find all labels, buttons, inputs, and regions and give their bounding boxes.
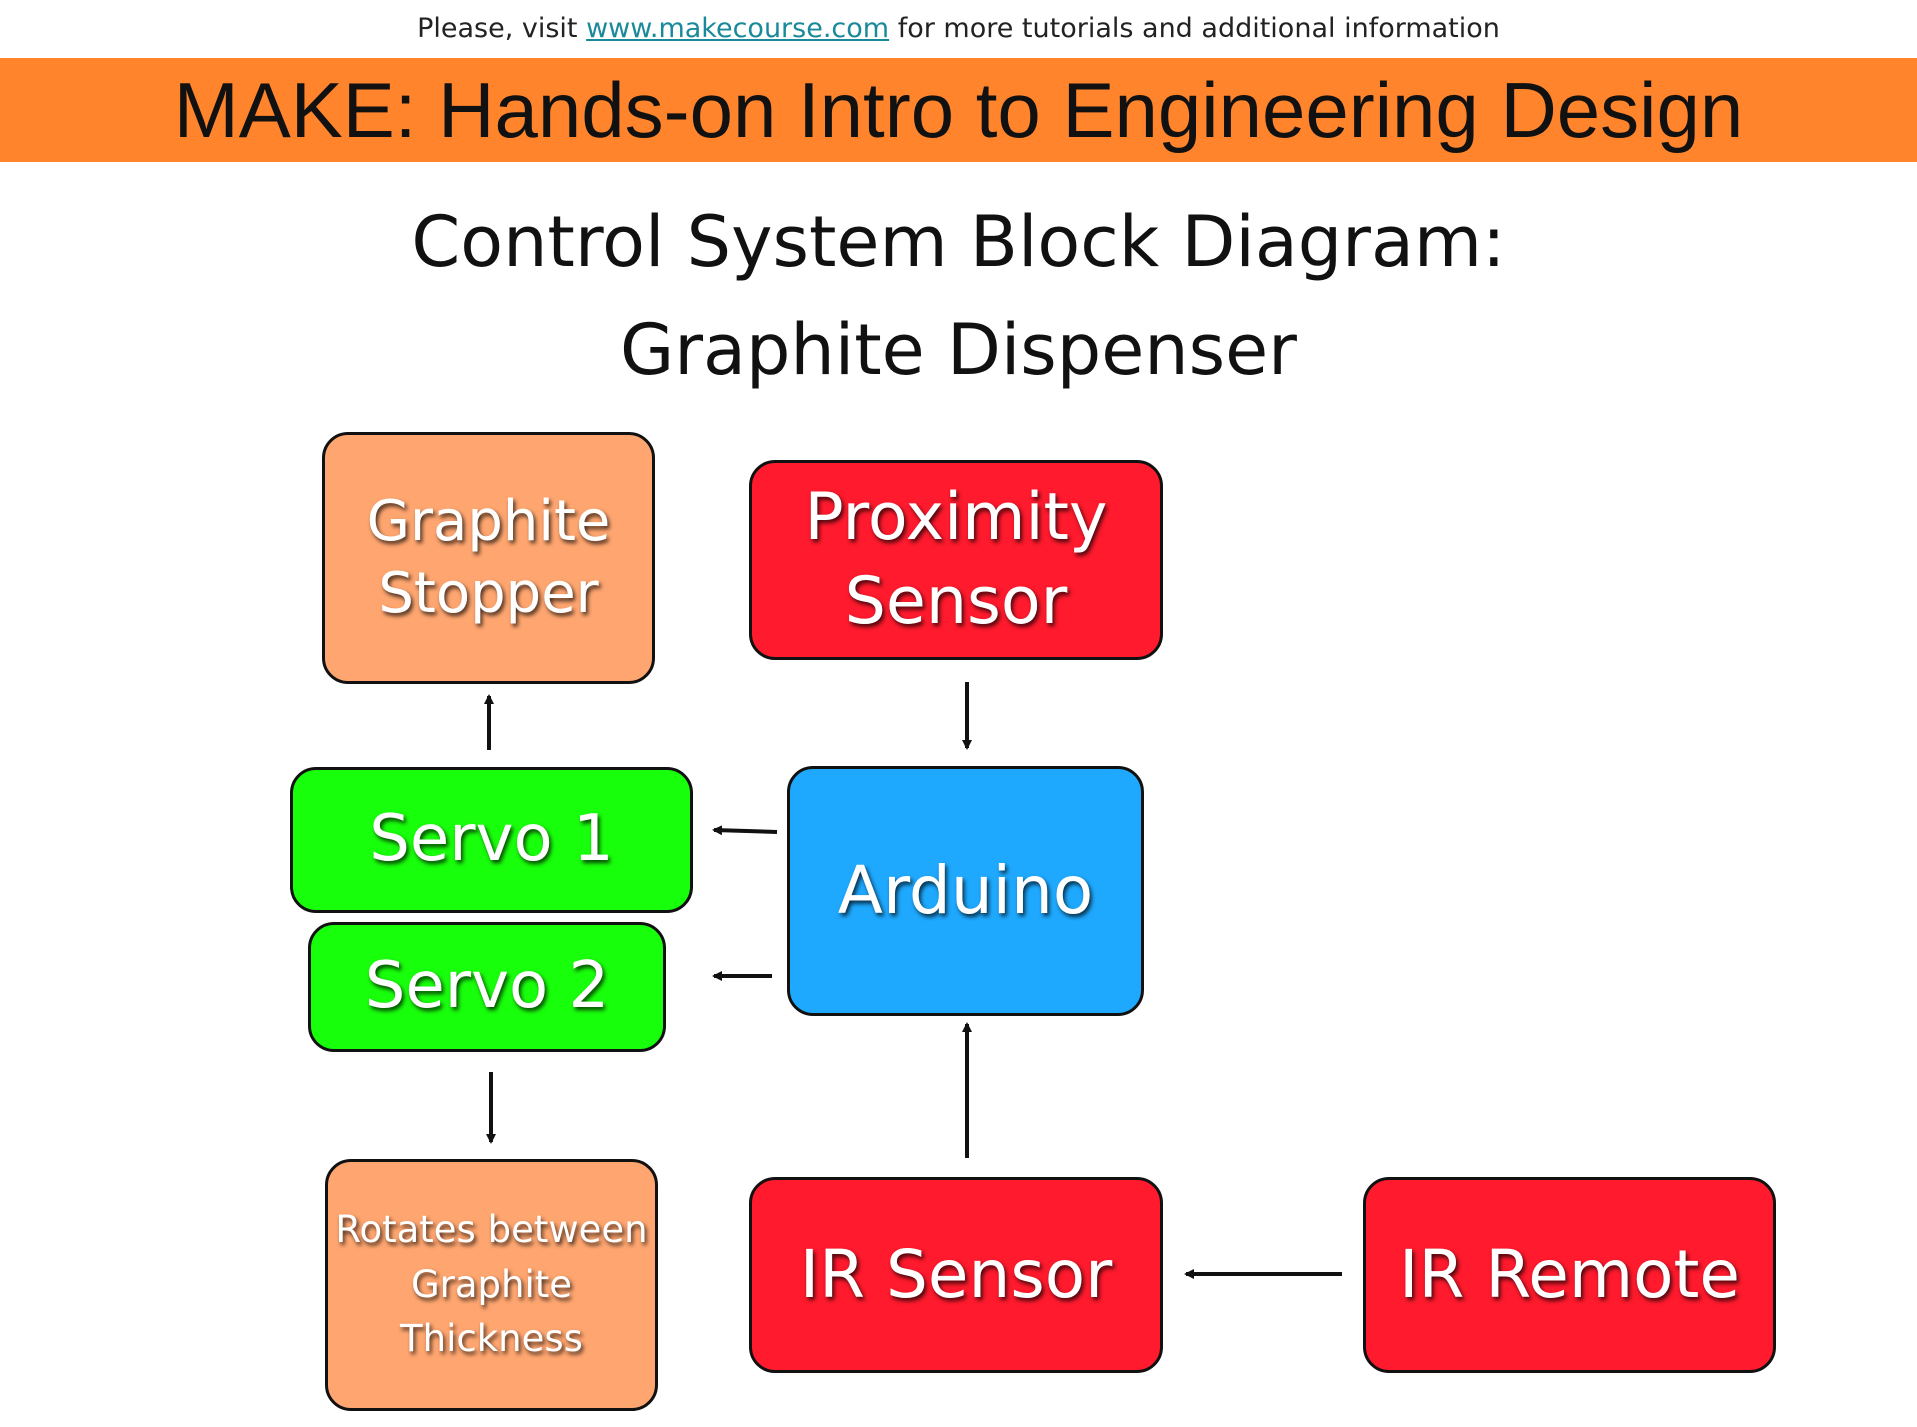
proximity-sensor-line2: Sensor bbox=[844, 564, 1068, 639]
graphite-stopper-line2: Stopper bbox=[378, 561, 599, 626]
tutorial-note: Please, visit www.makecourse.com for mor… bbox=[0, 0, 1917, 56]
graphite-stopper-line1: Graphite bbox=[366, 489, 611, 555]
rotates-block: Rotates between Graphite Thickness bbox=[325, 1159, 658, 1411]
course-banner: MAKE: Hands-on Intro to Engineering Desi… bbox=[0, 58, 1917, 162]
ir-remote-block: IR Remote bbox=[1363, 1177, 1776, 1373]
ir-sensor-label: IR Sensor bbox=[799, 1235, 1113, 1313]
course-title: MAKE: Hands-on Intro to Engineering Desi… bbox=[173, 65, 1744, 154]
proximity-sensor-line1: Proximity bbox=[804, 479, 1108, 555]
servo1-label: Servo 1 bbox=[369, 802, 614, 877]
slide-title: Control System Block Diagram: Graphite D… bbox=[0, 188, 1917, 404]
arrow-arduino-to-servo1 bbox=[712, 825, 778, 836]
arduino-label: Arduino bbox=[837, 851, 1094, 929]
rotates-line1: Rotates between bbox=[335, 1207, 648, 1251]
rotates-line3: Thickness bbox=[400, 1317, 583, 1361]
ir-sensor-block: IR Sensor bbox=[749, 1177, 1163, 1373]
slide-title-line1: Control System Block Diagram: bbox=[411, 201, 1506, 283]
makecourse-link[interactable]: www.makecourse.com bbox=[586, 12, 890, 44]
ir-remote-label: IR Remote bbox=[1399, 1235, 1740, 1313]
slide-title-line2: Graphite Dispenser bbox=[620, 309, 1297, 391]
rotates-line2: Graphite bbox=[410, 1262, 573, 1306]
servo1-block: Servo 1 bbox=[290, 767, 693, 913]
servo2-label: Servo 2 bbox=[364, 949, 610, 1024]
graphite-stopper-block: Graphite Stopper bbox=[322, 432, 655, 684]
tutorial-note-suffix: for more tutorials and additional inform… bbox=[897, 12, 1500, 44]
arduino-block: Arduino bbox=[787, 766, 1144, 1016]
tutorial-note-prefix: Please, visit bbox=[417, 12, 578, 44]
proximity-sensor-block: Proximity Sensor bbox=[749, 460, 1163, 660]
servo2-block: Servo 2 bbox=[308, 922, 666, 1052]
